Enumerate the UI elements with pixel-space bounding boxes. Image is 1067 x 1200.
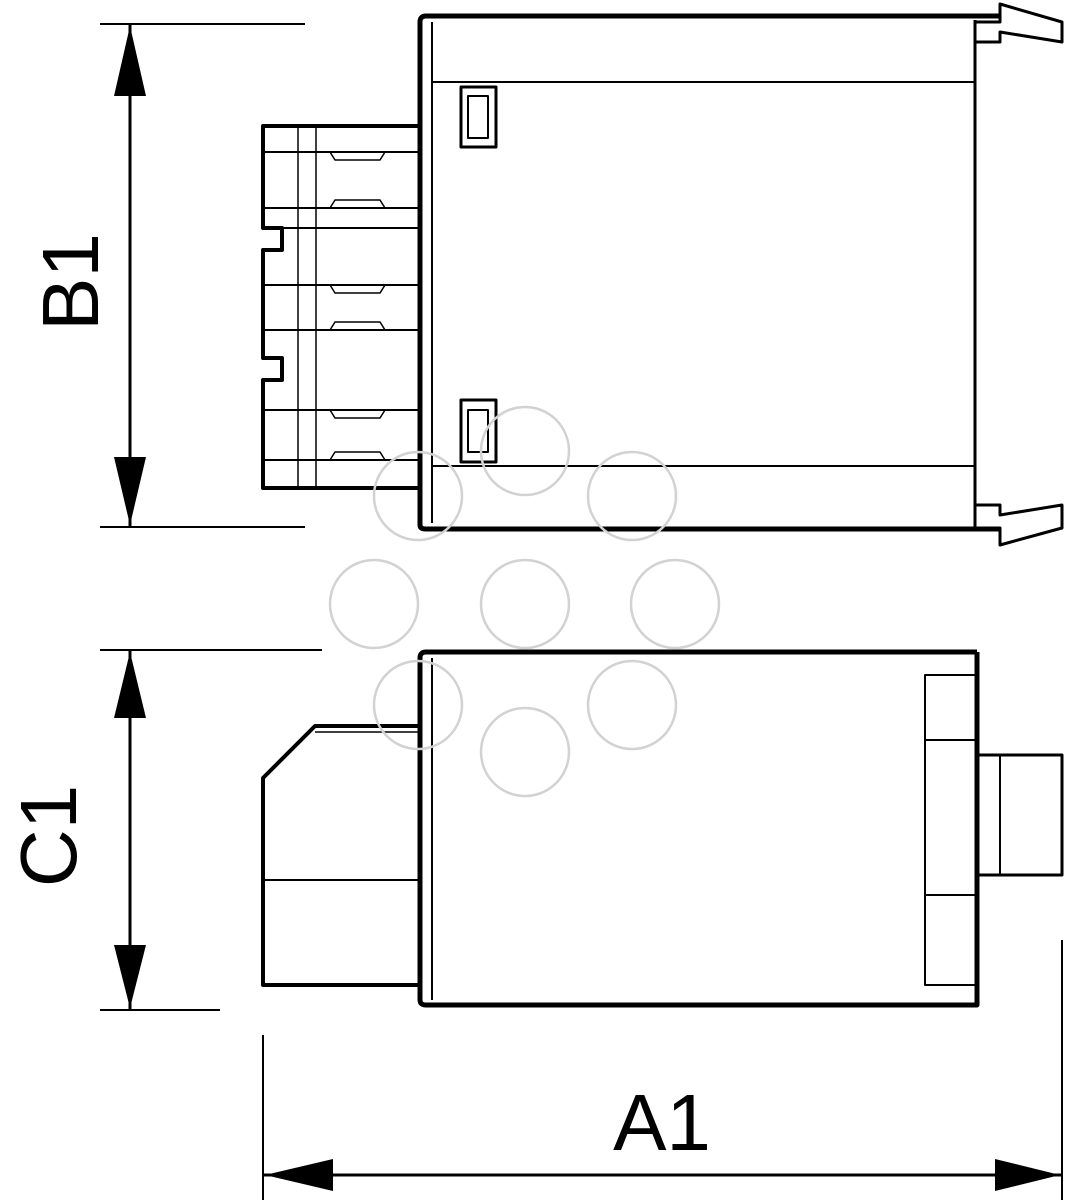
- watermark-ring-4: [328, 558, 420, 650]
- watermark-ring-6: [629, 558, 721, 650]
- watermark-ring-3: [586, 450, 678, 542]
- watermark-ring-1: [479, 405, 571, 497]
- c1-label: C1: [4, 785, 93, 887]
- watermark-ring-9: [479, 706, 571, 798]
- b1-label: B1: [26, 233, 115, 331]
- terminal-screw-5: [329, 409, 386, 419]
- dimension-a1: [262, 940, 1063, 1200]
- side-flange: [924, 674, 978, 986]
- watermark-ring-5: [479, 558, 571, 650]
- c1-arrow-bottom: [114, 945, 146, 1008]
- terminal-block-outline: [261, 124, 420, 490]
- clip-bottom-inner: [467, 409, 489, 453]
- terminal-screw-6: [329, 451, 386, 461]
- b1-arrow-top: [114, 26, 146, 96]
- side-housing-outline: [417, 649, 980, 1008]
- watermark-ring-7: [372, 659, 464, 751]
- latch-bottom: [975, 503, 1064, 547]
- a1-label: A1: [613, 1078, 711, 1167]
- top-view: [261, 2, 1064, 547]
- side-terminal-cover: [261, 724, 420, 987]
- side-plug: [977, 753, 1064, 877]
- dimension-b1: [100, 23, 305, 528]
- terminal-screw-2: [329, 199, 386, 209]
- watermark-logo: [328, 405, 721, 798]
- a1-arrow-right: [995, 1159, 1060, 1191]
- c1-arrow-top: [114, 652, 146, 718]
- watermark-ring-2: [372, 450, 464, 542]
- b1-arrow-bottom: [114, 457, 146, 525]
- terminal-screw-1: [329, 151, 386, 161]
- side-view: [261, 649, 1064, 1008]
- housing-outline: [417, 13, 1000, 532]
- terminal-screw-3: [329, 284, 386, 294]
- dimension-c1: [100, 649, 322, 1011]
- clip-top: [459, 85, 498, 149]
- terminal-screw-4: [329, 321, 386, 331]
- clip-top-inner: [467, 95, 489, 139]
- clip-bottom: [459, 398, 498, 464]
- latch-top: [975, 2, 1064, 44]
- watermark-ring-8: [586, 659, 678, 751]
- a1-arrow-left: [265, 1159, 333, 1191]
